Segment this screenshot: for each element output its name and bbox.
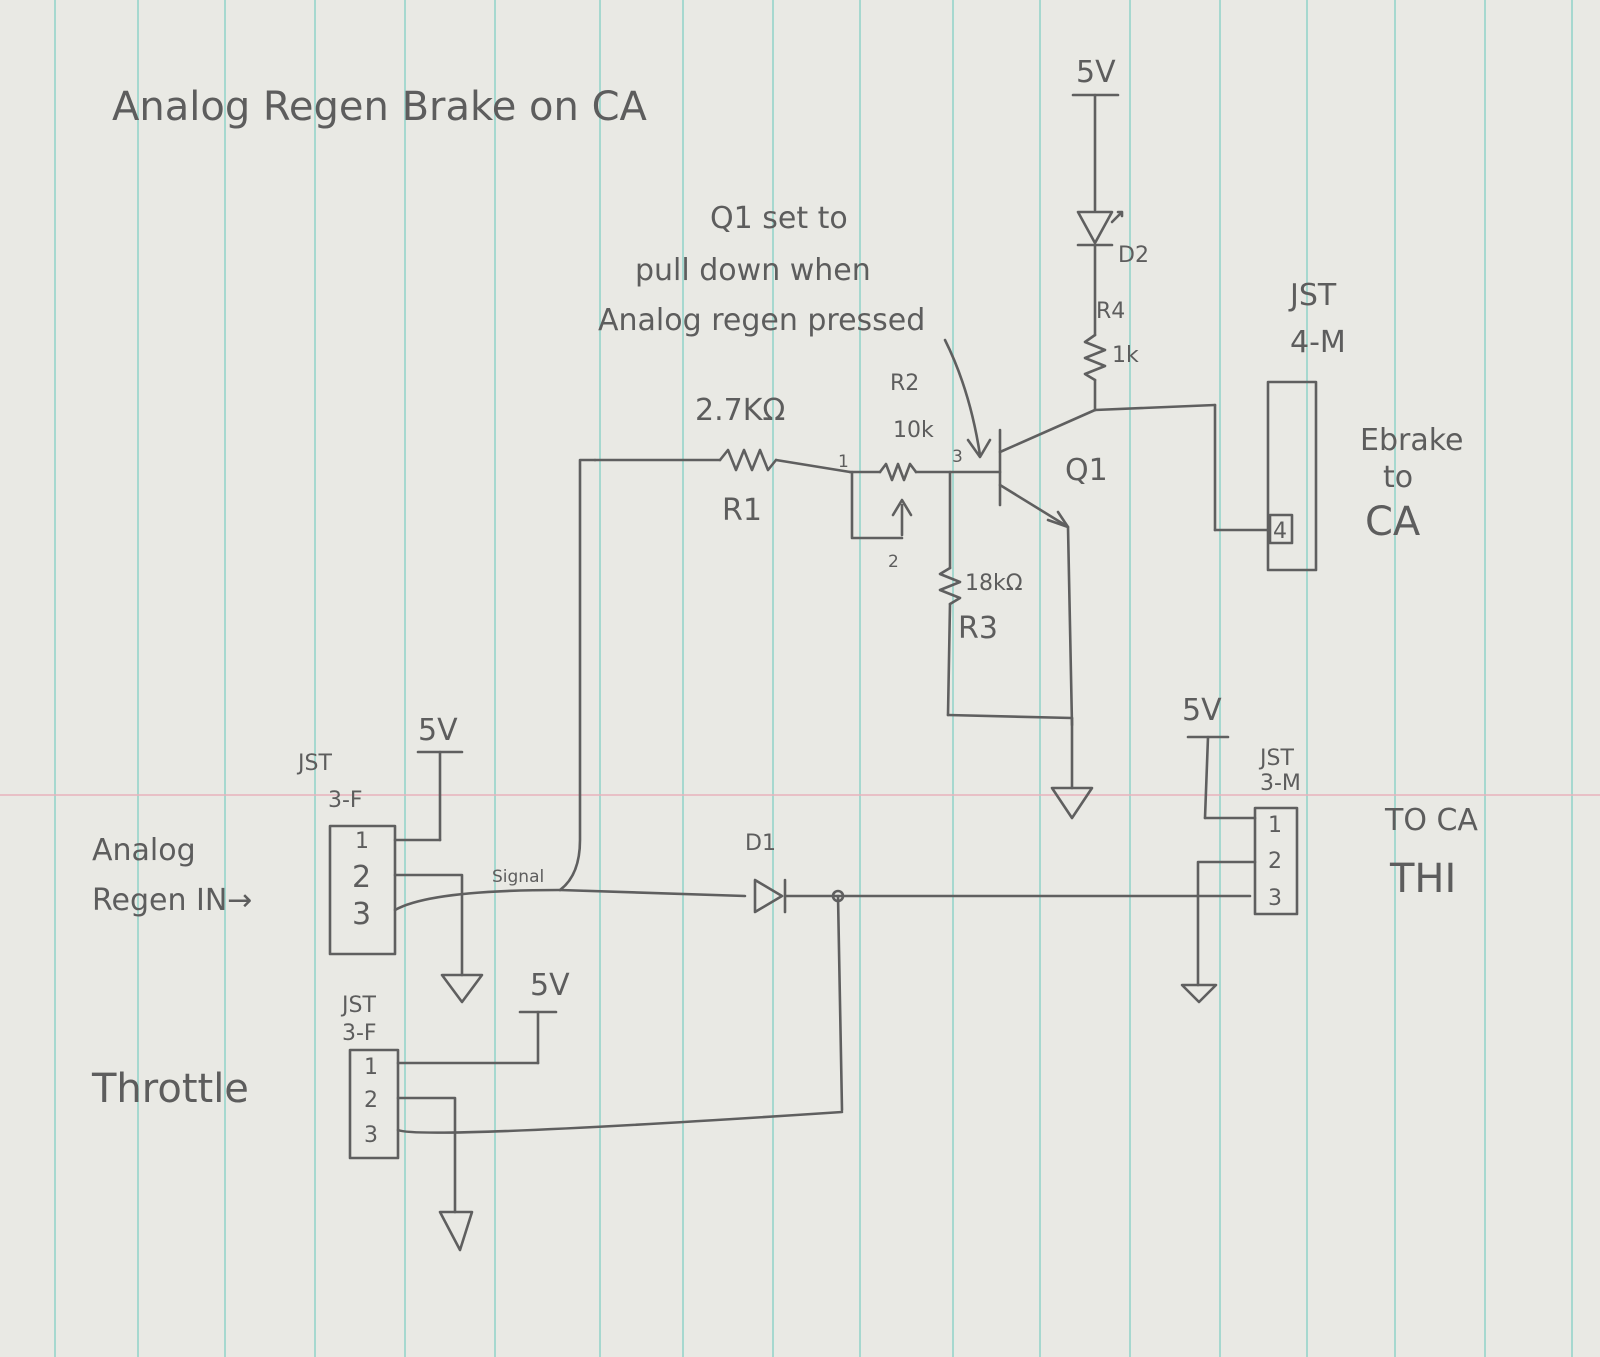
top-5v-label: 5V <box>1076 55 1116 90</box>
svg-text:THI: THI <box>1389 856 1456 902</box>
svg-text:1: 1 <box>355 829 369 854</box>
svg-text:5V: 5V <box>530 968 570 1003</box>
r1-name-label: R1 <box>722 493 762 528</box>
ground-throttle-icon <box>438 1210 474 1252</box>
svg-text:3: 3 <box>364 1123 378 1148</box>
jst-throttle-connector: JST 3-F 1 2 3 5V Throttle <box>91 968 844 1252</box>
throttle-label: Throttle <box>91 1066 249 1112</box>
d1-label: D1 <box>745 831 776 856</box>
svg-text:1: 1 <box>1268 813 1282 838</box>
r2-value-label: 10k <box>893 418 934 443</box>
r4-value-label: 1k <box>1112 343 1139 368</box>
svg-text:3: 3 <box>352 897 371 932</box>
svg-text:3-M: 3-M <box>1260 771 1301 796</box>
r4-name-label: R4 <box>1096 299 1125 324</box>
svg-text:2: 2 <box>1268 849 1282 874</box>
svg-text:pull down when: pull down when <box>635 253 871 288</box>
q1-note: Q1 set to pull down when Analog regen pr… <box>598 201 925 338</box>
r2-pin1-label: 1 <box>838 452 849 472</box>
svg-text:3-F: 3-F <box>342 1021 377 1046</box>
r3-name-label: R3 <box>958 611 998 646</box>
svg-text:TO CA: TO CA <box>1384 803 1478 838</box>
svg-text:Regen IN→: Regen IN→ <box>92 883 252 918</box>
svg-text:5V: 5V <box>418 713 458 748</box>
r3-resistor: 18kΩ R3 <box>938 470 1094 820</box>
svg-text:to: to <box>1383 460 1413 495</box>
top-supply-branch: 5V D2 R4 1k <box>1071 55 1149 412</box>
ground-q1-icon <box>1050 786 1094 820</box>
jst-4m-pin-label: 4 <box>1273 519 1287 544</box>
svg-text:5V: 5V <box>1182 693 1222 728</box>
q1-label: Q1 <box>1065 453 1108 488</box>
jst-4m-connector: JST 4-M 4 Ebrake to CA <box>1213 278 1463 572</box>
svg-text:Analog: Analog <box>92 833 196 868</box>
svg-text:3-F: 3-F <box>328 788 363 813</box>
r2-pin2-label: 2 <box>888 552 899 572</box>
svg-text:JST: JST <box>340 993 376 1018</box>
svg-text:Analog regen pressed: Analog regen pressed <box>598 303 925 338</box>
ground-out-icon <box>1180 983 1218 1004</box>
svg-text:2: 2 <box>352 860 371 895</box>
signal-wiring: D1 <box>393 458 1252 1112</box>
jst-regen-connector: JST 3-F 1 2 3 5V Analog Regen IN→ Signal <box>92 713 544 1004</box>
svg-text:Q1 set to: Q1 set to <box>710 201 848 236</box>
ground-regen-icon <box>440 973 484 1004</box>
svg-text:JST: JST <box>1258 746 1294 771</box>
svg-text:4-M: 4-M <box>1290 325 1346 360</box>
r1-value-label: 2.7KΩ <box>695 393 785 428</box>
svg-text:JST: JST <box>1288 278 1337 313</box>
svg-text:2: 2 <box>364 1088 378 1113</box>
svg-text:Signal: Signal <box>492 867 544 887</box>
r3-value-label: 18kΩ <box>965 571 1023 596</box>
svg-text:CA: CA <box>1365 499 1421 545</box>
r2-pin3-label: 3 <box>952 447 963 467</box>
r2-name-label: R2 <box>890 371 919 396</box>
svg-text:Ebrake: Ebrake <box>1360 423 1463 458</box>
note-arrow <box>943 338 992 459</box>
d2-label: D2 <box>1118 243 1149 268</box>
base-resistor-chain: 2.7KΩ R1 1 R2 10k 3 2 <box>593 371 1002 572</box>
svg-text:3: 3 <box>1268 886 1282 911</box>
q1-transistor: Q1 <box>998 403 1217 727</box>
svg-text:1: 1 <box>364 1055 378 1080</box>
diagram-title: Analog Regen Brake on CA <box>112 84 648 130</box>
svg-text:JST: JST <box>296 751 332 776</box>
jst-out-connector: 5V JST 3-M 1 2 3 TO CA THI <box>1180 693 1478 1004</box>
